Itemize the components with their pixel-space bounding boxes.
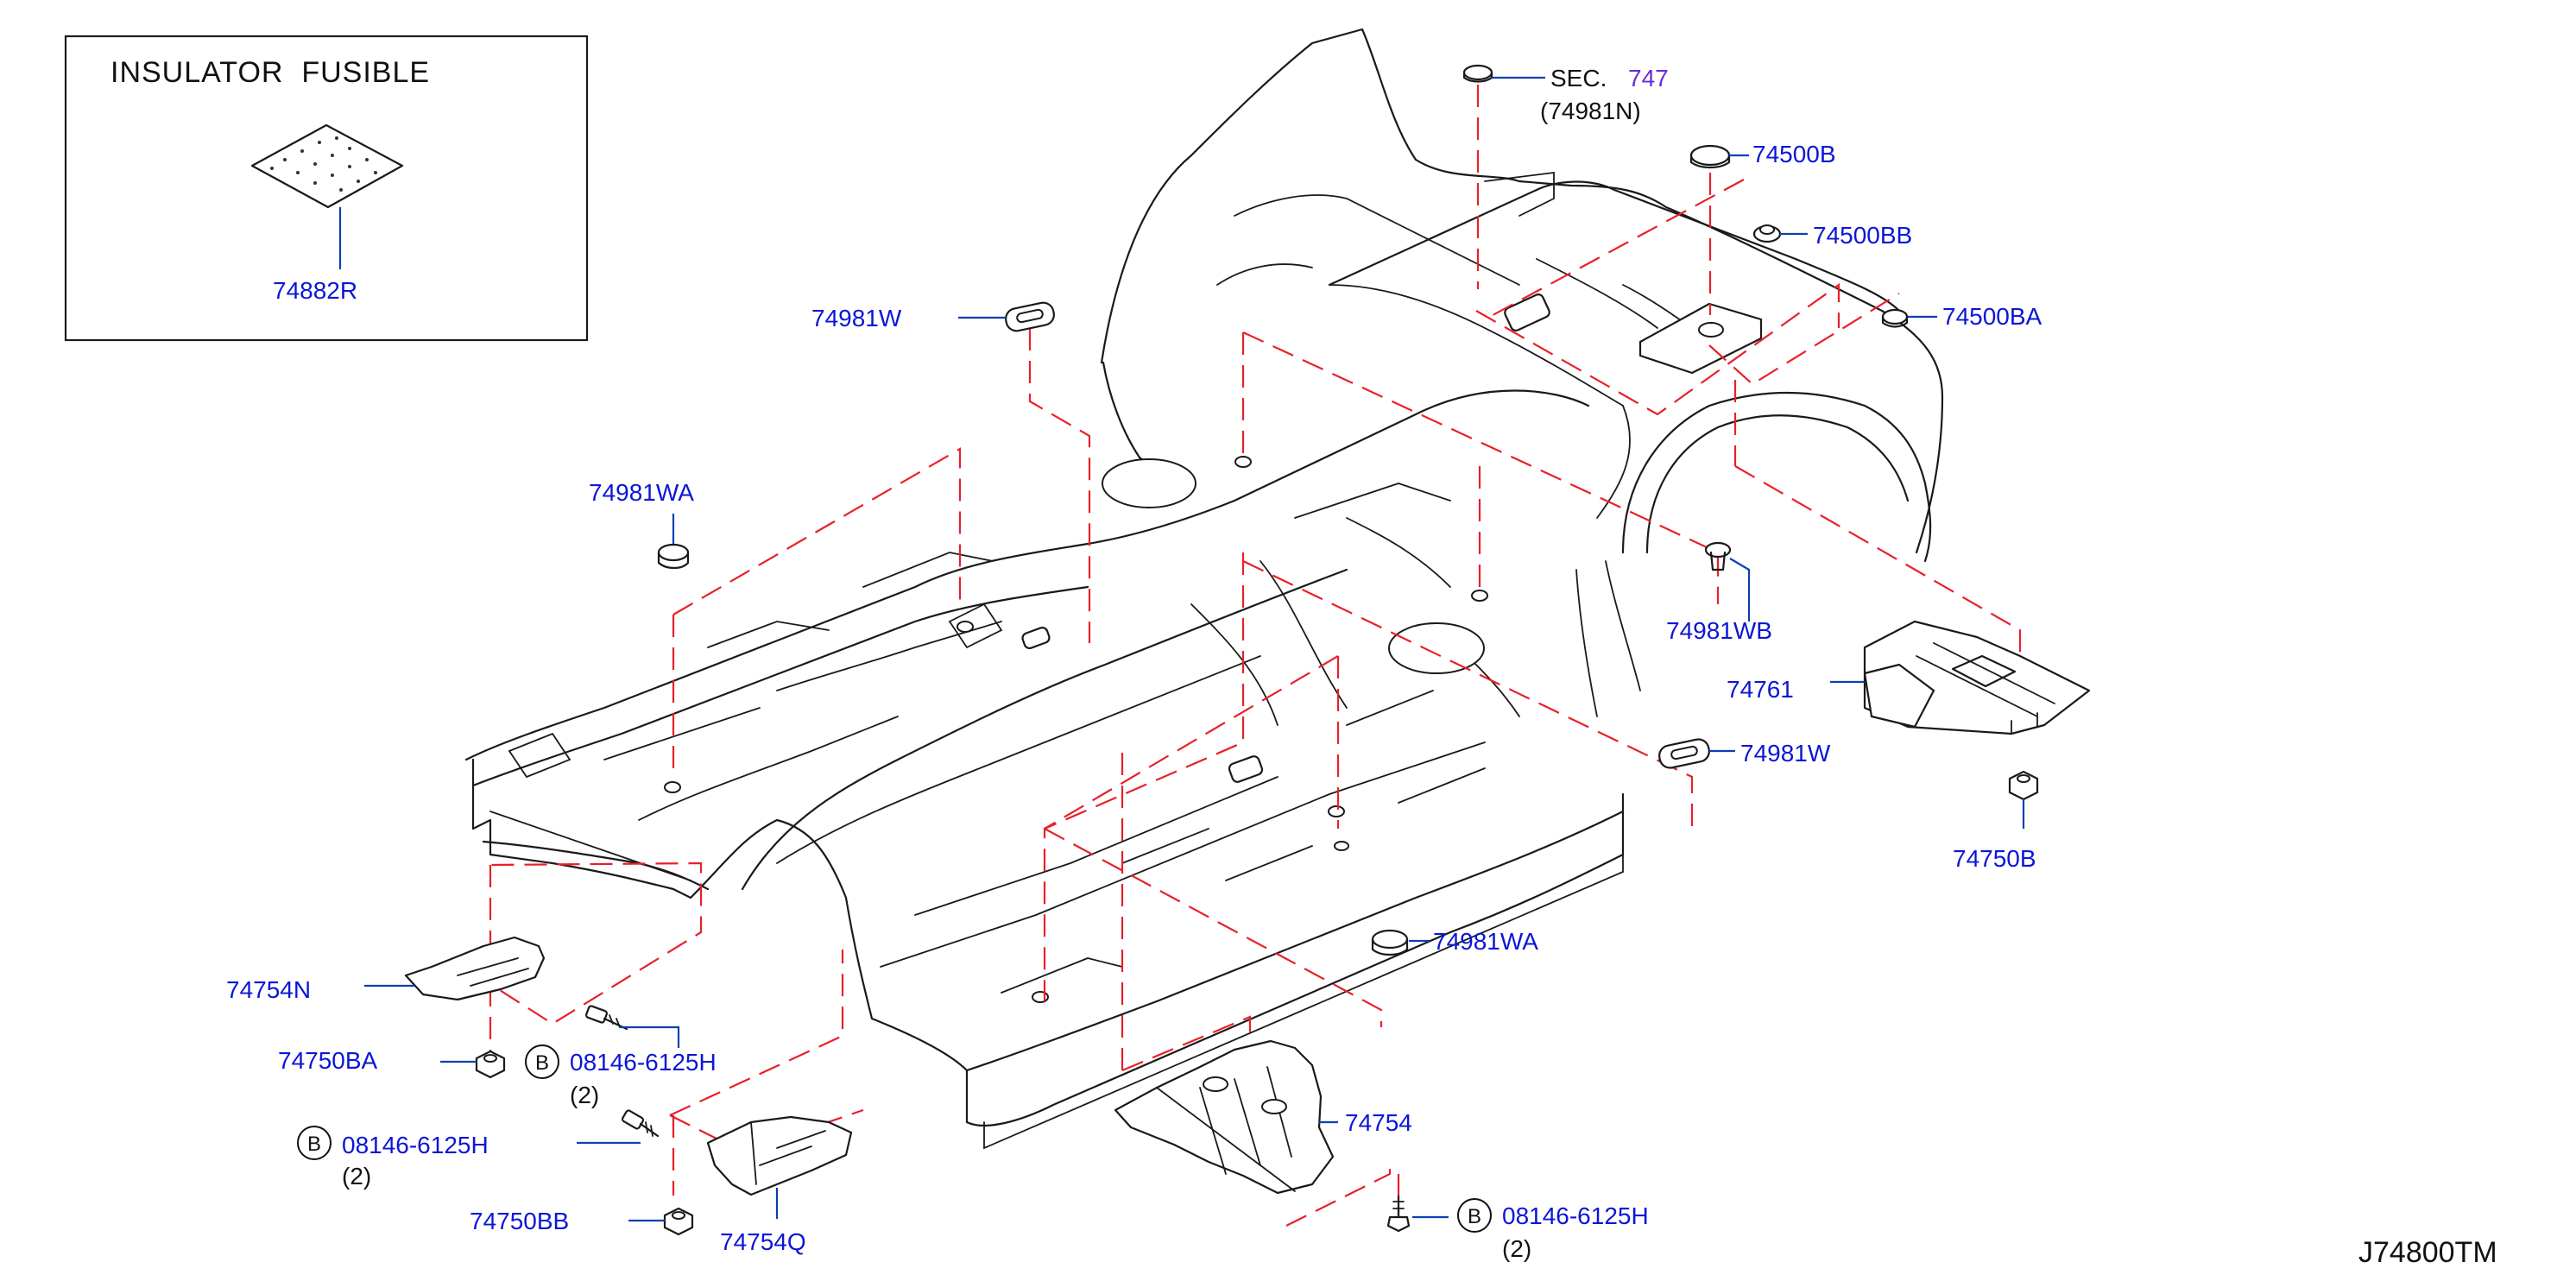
bolt-callout-upper: B 08146-6125H (2) xyxy=(525,1044,717,1108)
plug-74500ba-icon xyxy=(1881,308,1909,328)
label-74750b[interactable]: 74750B xyxy=(1953,845,2036,872)
label-74750ba[interactable]: 74750BA xyxy=(278,1047,378,1074)
leader-lines xyxy=(364,76,2025,1222)
bolt-callout-left: B 08146-6125H (2) xyxy=(297,1126,489,1190)
label-74981w-right[interactable]: 74981W xyxy=(1740,740,1831,767)
bolt-callout-qty: (2) xyxy=(342,1163,371,1190)
bolt-callout-part[interactable]: 08146-6125H xyxy=(570,1049,717,1076)
insulator-fusible-inset: INSULATOR FUSIBLE 74882R xyxy=(64,35,589,342)
label-74754[interactable]: 74754 xyxy=(1345,1109,1412,1136)
label-74500ba[interactable]: 74500BA xyxy=(1942,303,2042,330)
pad-74981wa-mid-icon xyxy=(1371,929,1409,956)
label-74981wa-left[interactable]: 74981WA xyxy=(589,479,694,506)
label-74750bb[interactable]: 74750BB xyxy=(470,1208,569,1234)
label-74981w-top[interactable]: 74981W xyxy=(811,305,902,331)
bolt-left-icon xyxy=(621,1109,660,1138)
grommet-74981w-top-icon xyxy=(1005,301,1055,332)
floor-panel-body xyxy=(464,28,1944,1150)
label-74981wa-mid[interactable]: 74981WA xyxy=(1433,928,1538,955)
inset-title: INSULATOR FUSIBLE xyxy=(110,56,430,89)
bolt-upper-icon xyxy=(585,1005,628,1031)
nut-74750b-icon xyxy=(2008,770,2039,801)
plug-74981n-icon xyxy=(1462,64,1493,83)
diagram-code: J74800TM xyxy=(2358,1236,2497,1269)
label-74754n[interactable]: 74754N xyxy=(226,976,311,1003)
bolt-callout-qty: (2) xyxy=(1502,1235,1531,1262)
bolt-lower-icon xyxy=(1386,1195,1411,1233)
clip-74981wb-icon xyxy=(1704,541,1732,571)
insulator-pad-icon xyxy=(250,123,404,209)
label-74761[interactable]: 74761 xyxy=(1727,676,1794,703)
label-74981wb[interactable]: 74981WB xyxy=(1666,617,1772,644)
nut-74750ba-icon xyxy=(475,1050,506,1079)
insulator-74761-icon xyxy=(1863,620,2091,735)
insulator-74754-icon xyxy=(1114,1039,1335,1195)
bolt-callout-part[interactable]: 08146-6125H xyxy=(342,1132,489,1158)
insulator-pad-dots xyxy=(270,136,377,192)
pad-74981wa-left-icon xyxy=(657,543,690,570)
bolt-callout-lower: B 08146-6125H (2) xyxy=(1457,1198,1649,1262)
inset-part-label: 74882R xyxy=(273,277,357,304)
label-74500bb[interactable]: 74500BB xyxy=(1813,222,1912,249)
grommet-74981w-right-icon xyxy=(1658,738,1710,769)
bolt-callout-part[interactable]: 08146-6125H xyxy=(1502,1202,1649,1229)
insulator-74754n-icon xyxy=(404,936,546,1001)
sec-sub-label: (74981N) xyxy=(1540,98,1641,124)
label-74500b[interactable]: 74500B xyxy=(1752,141,1836,167)
bolt-callout-letter: B xyxy=(1468,1205,1481,1228)
sec-number-link[interactable]: 747 xyxy=(1628,65,1669,92)
bolt-callout-qty: (2) xyxy=(570,1082,599,1108)
sec-label: SEC. xyxy=(1550,65,1607,92)
label-74754q[interactable]: 74754Q xyxy=(720,1228,806,1255)
grommet-74500bb-icon xyxy=(1752,224,1782,243)
part-labels: SEC. 747 (74981N) 74500B 74500BB 74500BA… xyxy=(226,65,2042,1255)
plug-74500b-icon xyxy=(1689,144,1731,169)
bolt-callout-letter: B xyxy=(307,1133,321,1156)
bolt-callout-letter: B xyxy=(535,1051,549,1075)
insulator-74754q-icon xyxy=(706,1115,853,1196)
nut-74750bb-icon xyxy=(663,1207,694,1236)
